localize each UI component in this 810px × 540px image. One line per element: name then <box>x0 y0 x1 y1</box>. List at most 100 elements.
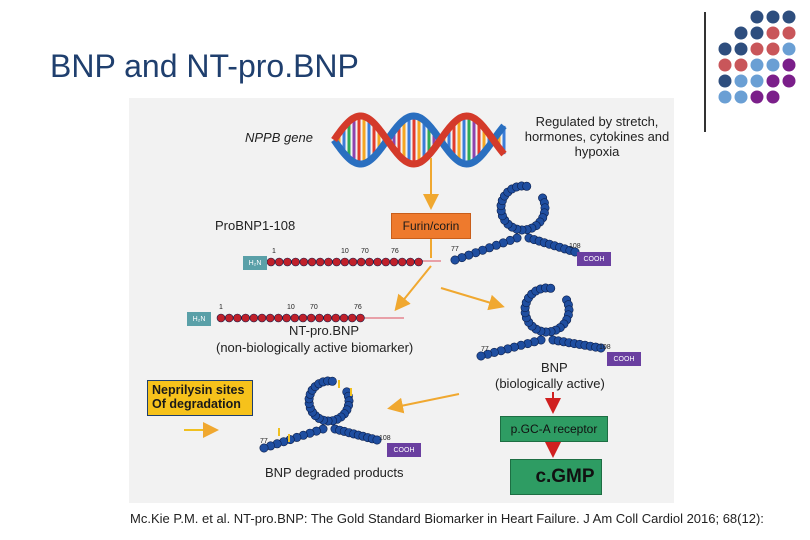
nt-residue-1-label: 1 <box>219 304 223 311</box>
decor-dot <box>782 58 796 72</box>
decor-dot <box>782 42 796 56</box>
nppb-gene-label: NPPB gene <box>245 130 313 145</box>
amino-acid-bead-red <box>381 257 391 267</box>
cgmp-label: c.GMP <box>535 466 595 487</box>
pgc-a-receptor-box: p.GC-A receptor <box>500 416 608 442</box>
deg-residue-108-label: 108 <box>379 435 391 442</box>
residue-70-label: 70 <box>361 248 369 255</box>
amino-acid-bead-red <box>315 313 324 323</box>
amino-acid-bead-red <box>291 257 300 267</box>
amino-acid-bead-red <box>331 313 341 323</box>
amino-acid-bead-red <box>274 313 283 323</box>
amino-acid-bead-red <box>373 257 382 267</box>
amino-acid-bead-blue <box>596 343 606 353</box>
amino-acid-bead-red <box>365 257 374 267</box>
decor-dot <box>750 90 764 104</box>
degraded-label: BNP degraded products <box>265 465 404 480</box>
amino-acid-bead-blue <box>372 435 382 445</box>
non-bio-active-label: (non-biologically active biomarker) <box>216 340 414 355</box>
cooh-tag-degraded: COOH <box>387 443 421 457</box>
decor-dot <box>750 58 764 72</box>
amino-acid-bead-red <box>397 257 407 267</box>
decor-dot <box>734 42 748 56</box>
amino-acid-bead-red <box>233 313 242 323</box>
amino-acid-bead-red <box>340 257 350 267</box>
residue-77-label: 77 <box>451 246 459 253</box>
decor-dot <box>750 26 764 40</box>
amino-acid-bead-red <box>324 257 333 267</box>
amino-acid-bead-red <box>257 313 267 323</box>
slide-title: BNP and NT-pro.BNP <box>50 48 359 84</box>
amino-acid-bead-red <box>348 257 358 267</box>
decor-dot <box>766 90 780 104</box>
amino-acid-bead-red <box>315 257 325 267</box>
amino-acid-bead-red <box>265 313 275 323</box>
amino-acid-bead-blue <box>327 376 337 386</box>
decor-dot <box>766 26 780 40</box>
arrow-to-ntprobnp <box>394 265 432 312</box>
amino-acid-bead-red <box>307 257 317 267</box>
ntprobnp-label: NT-pro.BNP <box>289 323 360 338</box>
decor-dot <box>766 74 780 88</box>
decor-dot <box>718 74 732 88</box>
decor-dot <box>750 74 764 88</box>
arrow-to-bnp <box>440 287 505 311</box>
nt-residue-70-label: 70 <box>310 304 318 311</box>
amino-acid-bead-blue <box>546 283 556 293</box>
amino-acid-bead-red <box>283 257 292 267</box>
amino-acid-bead-red <box>356 257 366 267</box>
residue-1-label: 1 <box>272 248 276 255</box>
amino-acid-bead-red <box>290 313 300 323</box>
decor-dot <box>734 26 748 40</box>
decor-dot <box>734 74 748 88</box>
residue-10-label: 10 <box>341 248 349 255</box>
bio-active-label: (biologically active) <box>495 376 605 391</box>
residue-108-label: 108 <box>569 243 581 250</box>
dna-strand <box>331 112 507 168</box>
nt-residue-10-label: 10 <box>287 304 295 311</box>
amino-acid-bead-red <box>298 313 308 323</box>
decor-dot <box>750 10 764 24</box>
decor-dot <box>782 26 796 40</box>
neprilysin-box: Neprilysin sites Of degradation <box>147 380 253 416</box>
cooh-tag-probnp: COOH <box>577 252 611 266</box>
bnp-label: BNP <box>541 360 568 375</box>
decor-dot <box>782 10 796 24</box>
amino-acid-bead-red <box>389 257 399 267</box>
amino-acid-bead-red <box>241 313 250 323</box>
amino-acid-bead-blue <box>259 443 269 453</box>
amino-acid-bead-red <box>356 313 365 323</box>
deg-residue-77-label: 77 <box>260 438 268 445</box>
regulation-label: Regulated by stretch, hormones, cytokine… <box>524 114 670 159</box>
bnp-residue-108-label: 108 <box>599 344 611 351</box>
decor-dot <box>718 58 732 72</box>
peptide-chains <box>216 181 606 453</box>
cooh-tag-bnp: COOH <box>607 352 641 366</box>
bnp-pathway-figure: NPPB gene Regulated by stretch, hormones… <box>129 98 674 503</box>
decor-dot <box>766 58 780 72</box>
decor-dot <box>718 90 732 104</box>
decorative-dot-grid <box>718 10 796 104</box>
decor-dot <box>766 10 780 24</box>
decor-dot <box>734 90 748 104</box>
amino-acid-bead-red <box>406 257 415 267</box>
amino-acid-bead-blue <box>522 181 532 191</box>
amino-acid-bead-blue <box>450 255 460 265</box>
amino-acid-bead-blue <box>476 351 486 361</box>
amino-acid-bead-red <box>414 257 423 267</box>
decor-dot <box>766 42 780 56</box>
amino-acid-bead-red <box>282 313 291 323</box>
h2n-tag-ntprobnp: H₂N <box>187 312 211 326</box>
decor-dot <box>782 74 796 88</box>
dna-helix <box>331 112 507 168</box>
bnp-residue-77-label: 77 <box>481 346 489 353</box>
amino-acid-bead-red <box>347 313 357 323</box>
amino-acid-bead-red <box>332 257 341 267</box>
arrow-bnp-to-degraded <box>387 393 460 414</box>
amino-acid-bead-red <box>266 257 276 267</box>
amino-acid-bead-red <box>216 313 226 323</box>
amino-acid-bead-red <box>299 257 309 267</box>
amino-acid-bead-red <box>224 313 234 323</box>
pathway-drawing <box>184 112 606 490</box>
amino-acid-bead-red <box>323 313 332 323</box>
